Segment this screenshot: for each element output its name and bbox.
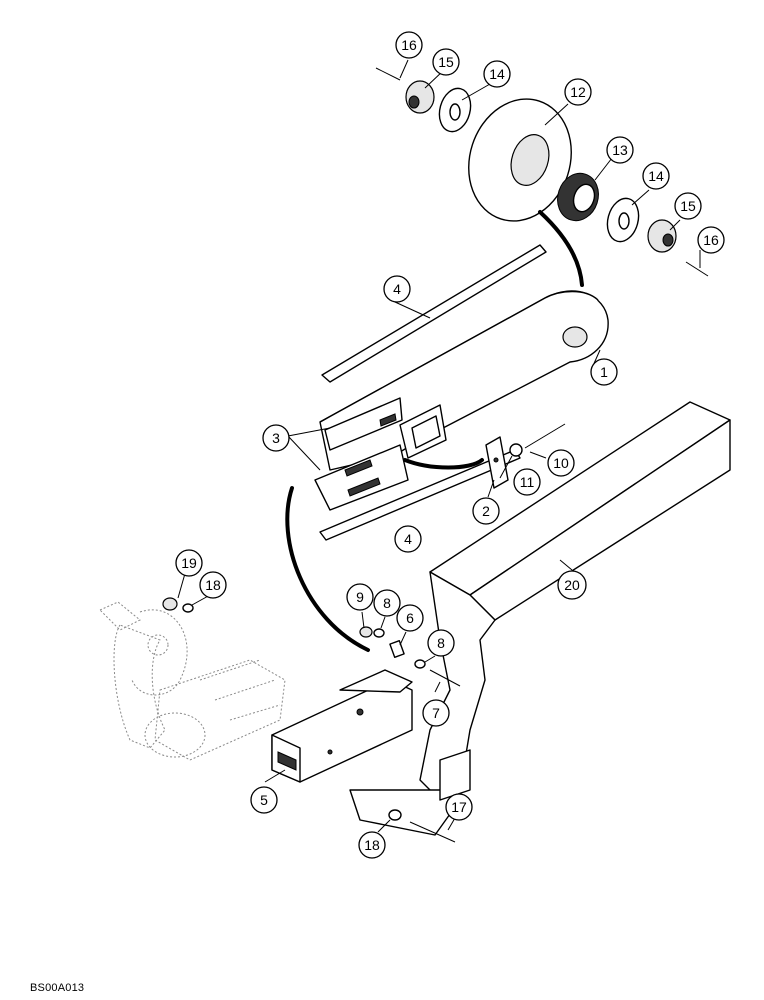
- callout-15-top: 15: [432, 48, 460, 76]
- callout-10: 10: [547, 449, 575, 477]
- callout-5: 5: [250, 786, 278, 814]
- part-12-roller: [468, 98, 572, 222]
- callout-20: 20: [557, 570, 587, 600]
- callout-label: 1: [600, 364, 608, 380]
- callout-label: 13: [612, 142, 628, 158]
- callout-label: 20: [564, 577, 580, 593]
- callout-label: 11: [520, 474, 535, 490]
- callout-9: 9: [346, 583, 374, 611]
- callout-label: 6: [406, 610, 414, 626]
- callout-label: 4: [404, 531, 412, 547]
- callout-13: 13: [606, 136, 634, 164]
- callout-17: 17: [445, 793, 473, 821]
- part-16-screws: [375, 67, 709, 277]
- callout-label: 3: [272, 430, 280, 446]
- part-20-frame: [349, 401, 731, 836]
- callout-6: 6: [396, 604, 424, 632]
- callout-12: 12: [564, 78, 592, 106]
- callout-3: 3: [262, 424, 290, 452]
- part-5-tube: [271, 669, 413, 783]
- drive-chain: [285, 210, 584, 652]
- callout-2: 2: [472, 497, 500, 525]
- figure-code: BS00A013: [30, 982, 85, 994]
- callout-label: 18: [364, 837, 380, 853]
- part-15-collars: [405, 80, 677, 253]
- callout-14-right: 14: [642, 162, 670, 190]
- part-11-nut: [509, 443, 523, 457]
- callout-label: 2: [482, 503, 490, 519]
- part-13-bearing: [557, 172, 599, 222]
- part-1-chain-case: [319, 290, 609, 471]
- callout-8-upper: 8: [373, 589, 401, 617]
- callout-7: 7: [422, 699, 450, 727]
- callout-19: 19: [175, 549, 203, 577]
- callout-4-top: 4: [383, 275, 411, 303]
- part-3-brackets: [314, 397, 409, 511]
- callout-18-left: 18: [199, 571, 227, 599]
- callout-label: 15: [438, 54, 454, 70]
- callout-label: 15: [680, 198, 696, 214]
- callout-label: 14: [489, 66, 505, 82]
- callout-label: 7: [432, 705, 440, 721]
- callout-label: 10: [553, 455, 569, 471]
- callout-label: 18: [205, 577, 221, 593]
- callout-label: 17: [451, 799, 467, 815]
- callout-16-top: 16: [395, 31, 423, 59]
- callout-16-right: 16: [697, 226, 725, 254]
- part-4-wear-strips: [319, 244, 547, 541]
- callout-label: 12: [570, 84, 586, 100]
- callout-15-right: 15: [674, 192, 702, 220]
- callout-4-bottom: 4: [394, 525, 422, 553]
- callout-11: 11: [513, 468, 541, 496]
- ghost-motor-assembly: [99, 601, 286, 761]
- callout-1: 1: [590, 358, 618, 386]
- callout-label: 14: [648, 168, 664, 184]
- callout-label: 8: [437, 635, 445, 651]
- callout-label: 4: [393, 281, 401, 297]
- callout-8-right: 8: [427, 629, 455, 657]
- callout-14-top: 14: [483, 60, 511, 88]
- callout-18-bottom: 18: [358, 831, 386, 859]
- callout-label: 8: [383, 595, 391, 611]
- callout-label: 16: [703, 232, 719, 248]
- part-10-bolt: [524, 423, 566, 449]
- callout-label: 9: [356, 589, 364, 605]
- part-2-block: [485, 436, 509, 489]
- callout-label: 5: [260, 792, 268, 808]
- callout-label: 19: [181, 555, 197, 571]
- callout-label: 16: [401, 37, 417, 53]
